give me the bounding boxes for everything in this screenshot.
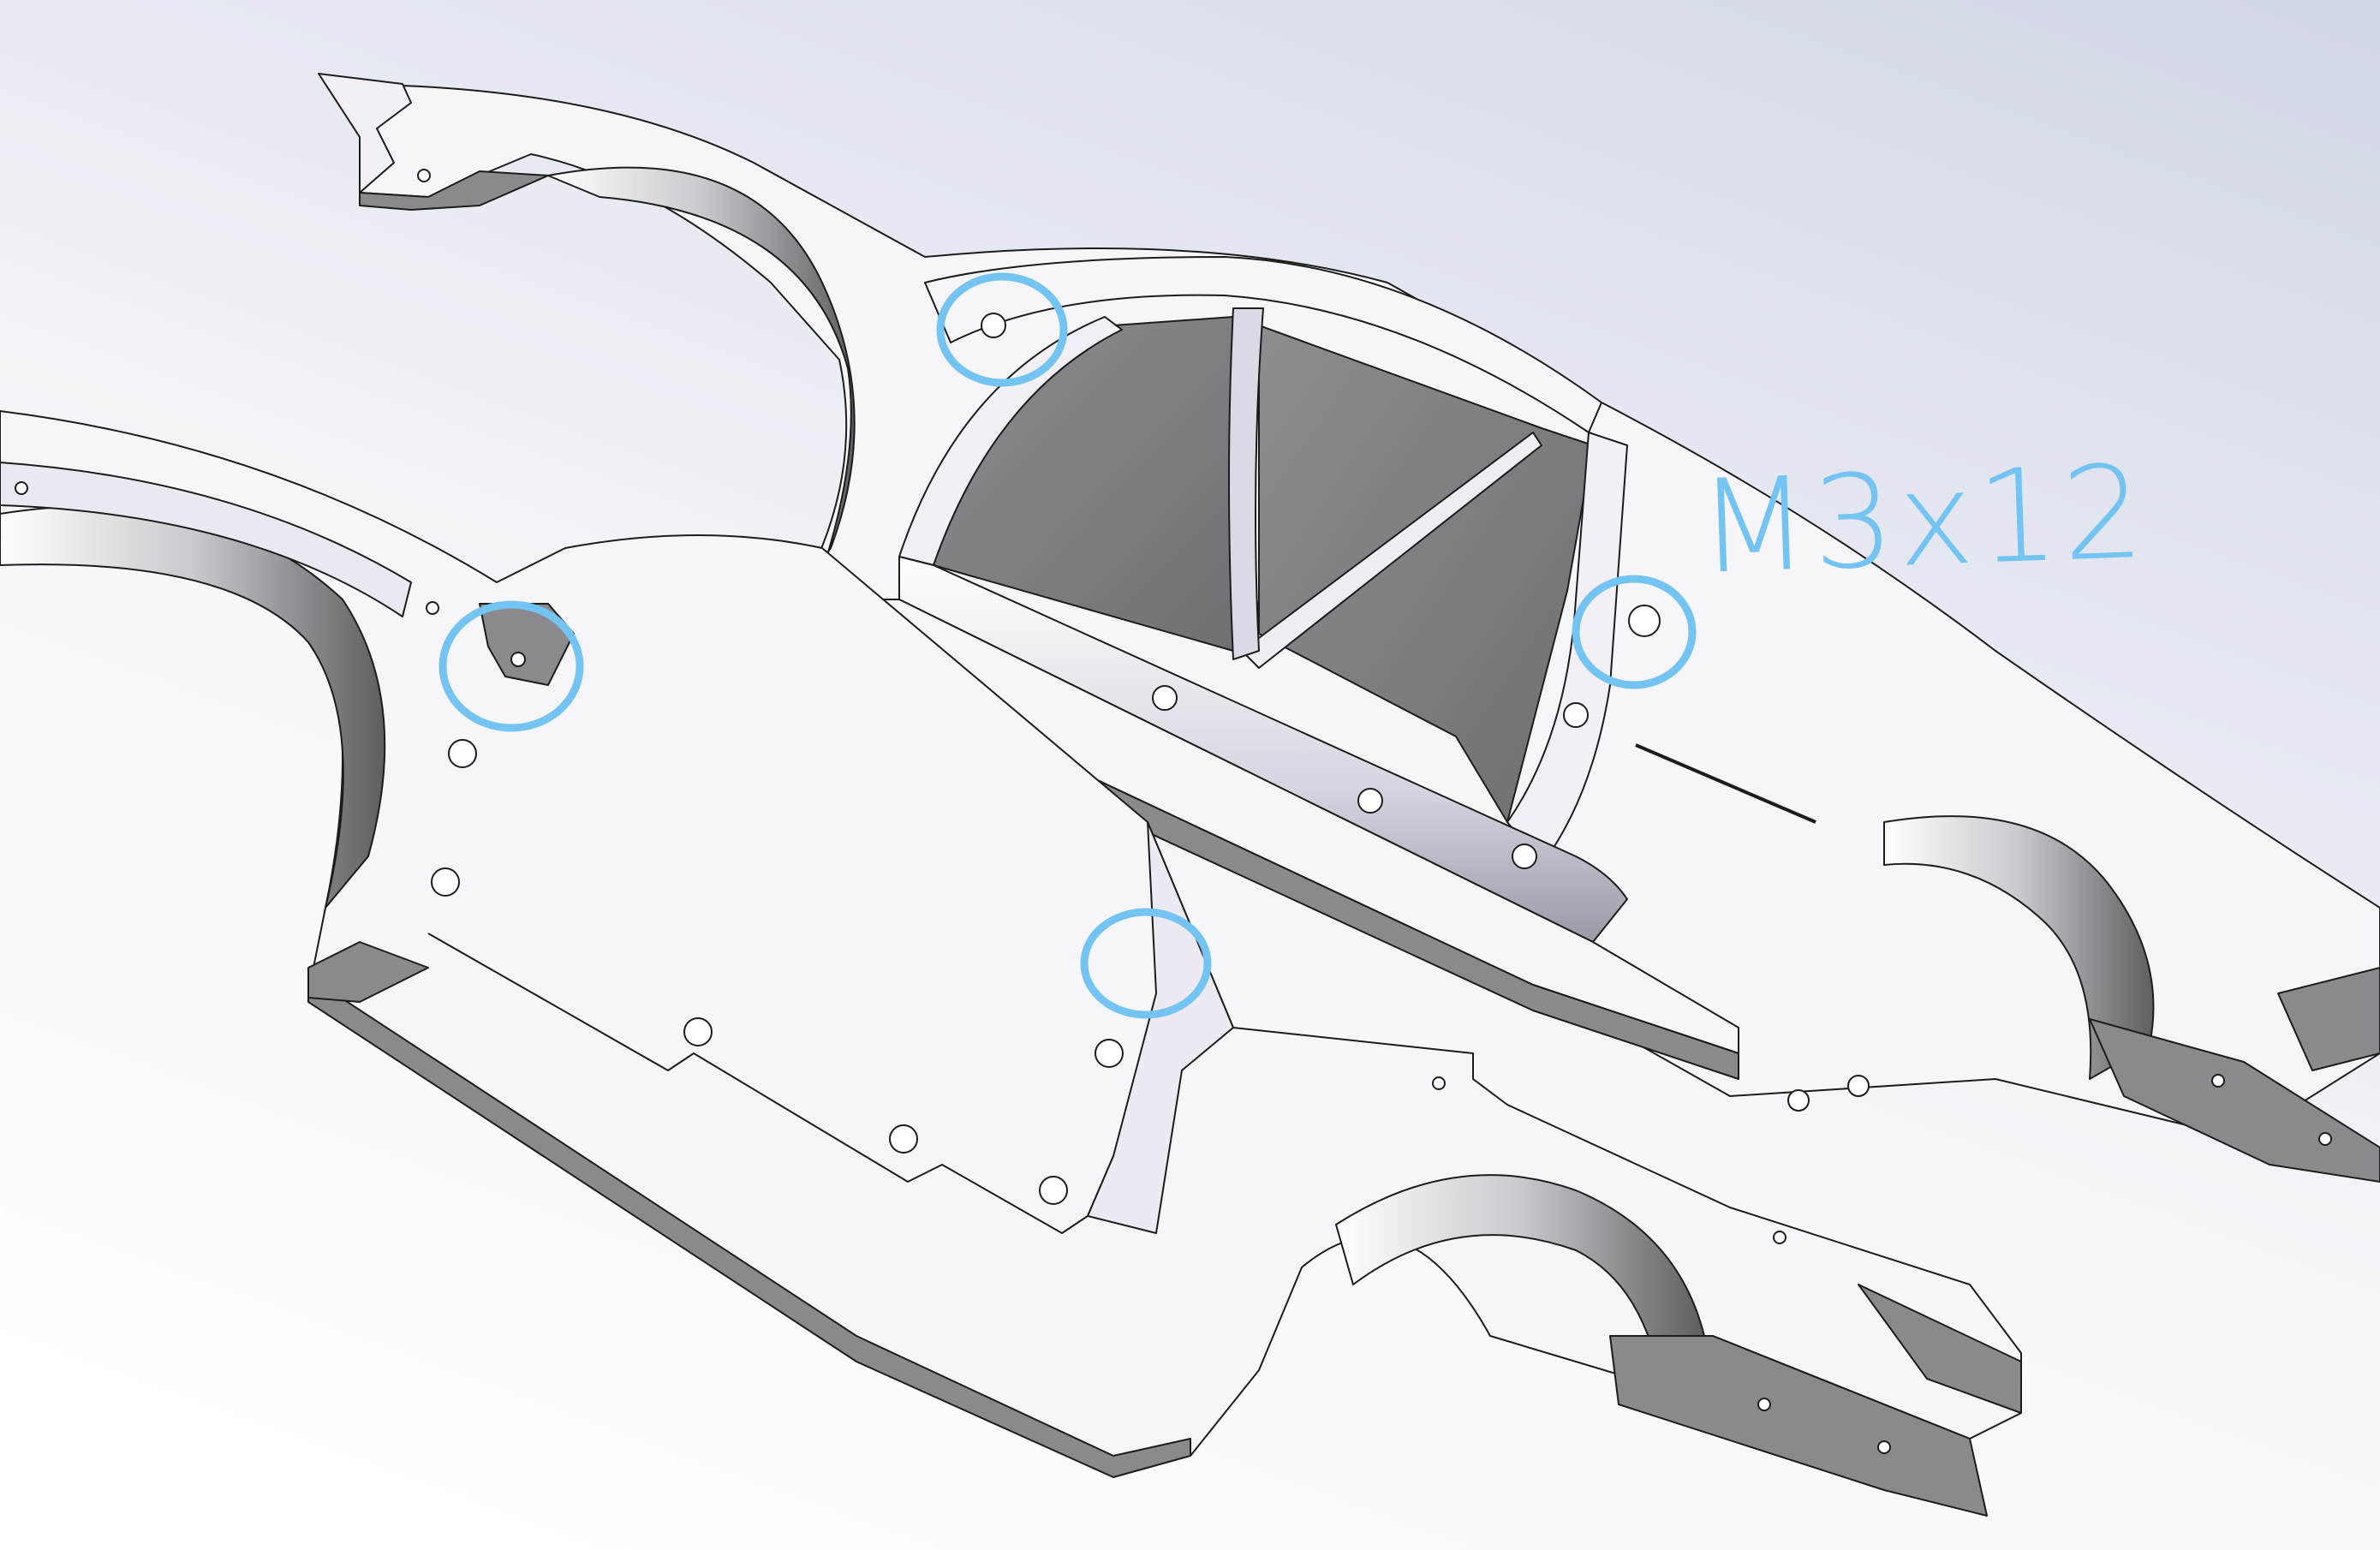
far-front-lip (318, 73, 412, 194)
roof-front-mount (981, 313, 1006, 338)
near-boss-3 (683, 1017, 713, 1046)
rear-rod (1635, 743, 1816, 824)
rear-tab-2 (1847, 1075, 1870, 1097)
near-rear-extension (1858, 1284, 2022, 1414)
roof-frame (924, 256, 1602, 433)
far-rear-skirt (2089, 1018, 2380, 1183)
a-pillar (898, 316, 1123, 566)
near-front-bracket-hole (510, 652, 526, 667)
near-boss-5 (1039, 1176, 1068, 1205)
mount-highlight-1 (936, 272, 1068, 387)
near-rear-hole-2 (1877, 1440, 1891, 1454)
cabin-boss-2 (1357, 788, 1383, 814)
annotation-label: M3x12 (1696, 438, 2150, 603)
roof-rear-mount (1628, 605, 1661, 637)
sill-tube (898, 556, 1628, 943)
near-sill-shadow (307, 975, 1191, 1478)
cabin-boss-1 (1152, 685, 1178, 711)
near-front-skirt (307, 941, 429, 1003)
near-boss-1 (448, 739, 477, 768)
near-top-pin (426, 601, 439, 615)
near-front-pin (15, 481, 28, 495)
far-front-hole (417, 169, 431, 182)
rear-pin (1432, 1076, 1446, 1090)
far-rear-hole-2 (2318, 1132, 2332, 1146)
cabin-boss-3 (1563, 702, 1589, 728)
mount-highlight-4 (1080, 908, 1212, 1019)
near-front-fender-top (0, 462, 412, 617)
mount-highlight-2 (438, 600, 584, 732)
near-side-panel[interactable] (0, 410, 2022, 1517)
rear-pin-2 (1773, 1231, 1786, 1244)
far-front-mount (359, 170, 549, 211)
cabin-boss-4 (1512, 844, 1537, 869)
far-rear-tip (2277, 967, 2380, 1071)
mount-highlight-3 (1572, 575, 1697, 689)
near-rear-skirt (1609, 1335, 1988, 1517)
roll-bar-diagonal (1241, 432, 1542, 669)
annotation-marks (438, 272, 1697, 1019)
near-rear-hole (1757, 1398, 1771, 1411)
far-rear-hole (2211, 1074, 2225, 1088)
near-boss-6 (1095, 1039, 1124, 1068)
near-b-pillar (1087, 821, 1234, 1234)
near-boss-2 (431, 867, 460, 897)
roll-bar-center (1228, 307, 1264, 660)
rear-tab-1 (1787, 1089, 1810, 1112)
near-front-bracket (479, 603, 575, 686)
near-boss-4 (889, 1124, 918, 1154)
